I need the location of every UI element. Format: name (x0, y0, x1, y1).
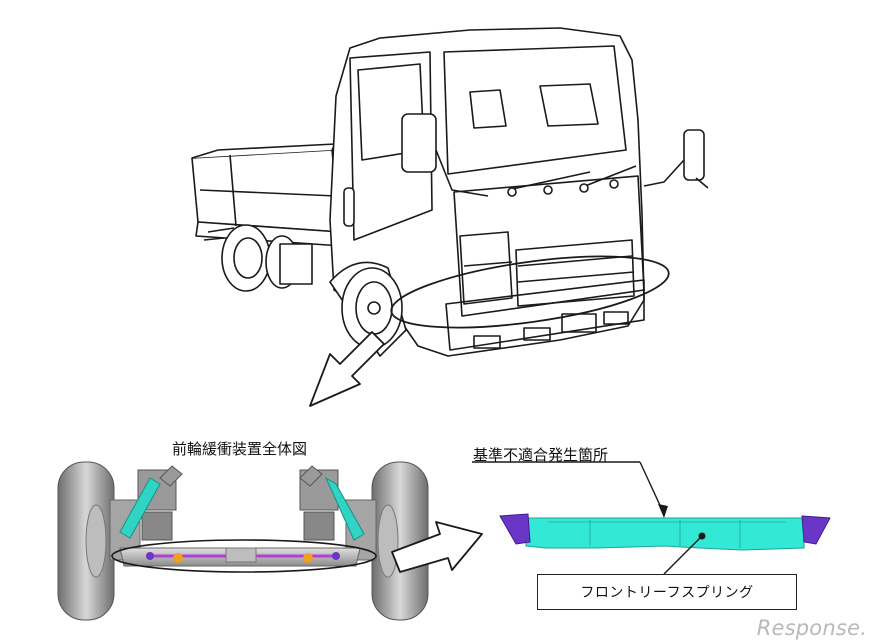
part-name-box: フロントリーフスプリング (537, 574, 797, 610)
spring-eye-left (499, 513, 531, 545)
truck-highlight-ellipse (390, 255, 670, 329)
zoom-arrow-down (309, 331, 385, 407)
part-pointer-line (663, 535, 703, 575)
suspension-illustration (57, 461, 429, 621)
defect-location-label: 基準不適合発生箇所 (473, 446, 609, 464)
leaf-spring-body (525, 517, 805, 551)
right-shock-absorber (324, 476, 365, 541)
truck-illustration (191, 27, 709, 357)
left-shock-absorber (119, 477, 161, 539)
suspension-overview-title: 前輪緩衝装置全体図 (172, 440, 308, 458)
leaf-spring-part (499, 513, 831, 551)
front-wheel (329, 261, 407, 357)
spring-highlight-ellipse (111, 539, 377, 573)
defect-pointer-arrowhead (658, 504, 668, 518)
cab-body (329, 27, 645, 357)
zoom-arrow-right (391, 521, 483, 573)
response-watermark: Response. (756, 616, 867, 640)
mirrors (401, 113, 709, 197)
spring-eye-right (801, 515, 831, 545)
rear-wheel (203, 224, 313, 292)
part-name-label: フロントリーフスプリング (580, 585, 754, 601)
